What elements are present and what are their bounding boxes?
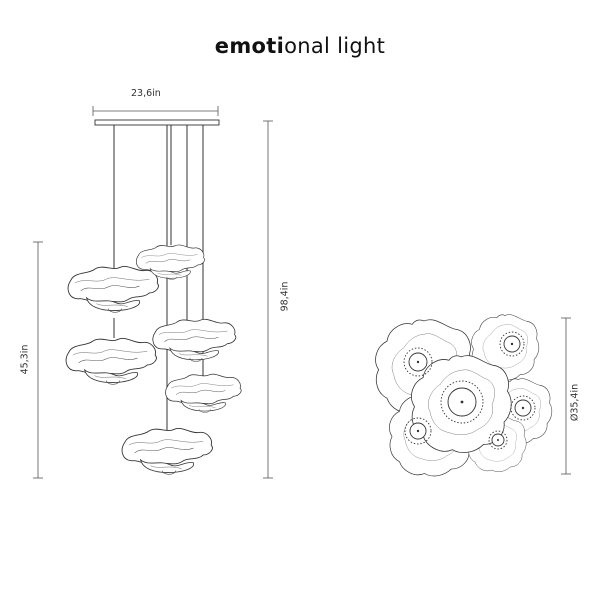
total-height-dimension-label: 98,4in: [279, 281, 291, 312]
top-plan-view: [375, 314, 571, 477]
brand-title: emotional light: [0, 34, 600, 58]
side-elevation-view: [33, 106, 273, 479]
diameter-dimension-label: Ø35,4in: [569, 383, 581, 422]
brand-title-bold: emoti: [214, 34, 285, 58]
width-dimension-label: 23,6in: [131, 88, 161, 99]
cluster-height-dimension-label: 45,3in: [19, 344, 31, 375]
brand-title-regular: onal light: [284, 34, 386, 58]
